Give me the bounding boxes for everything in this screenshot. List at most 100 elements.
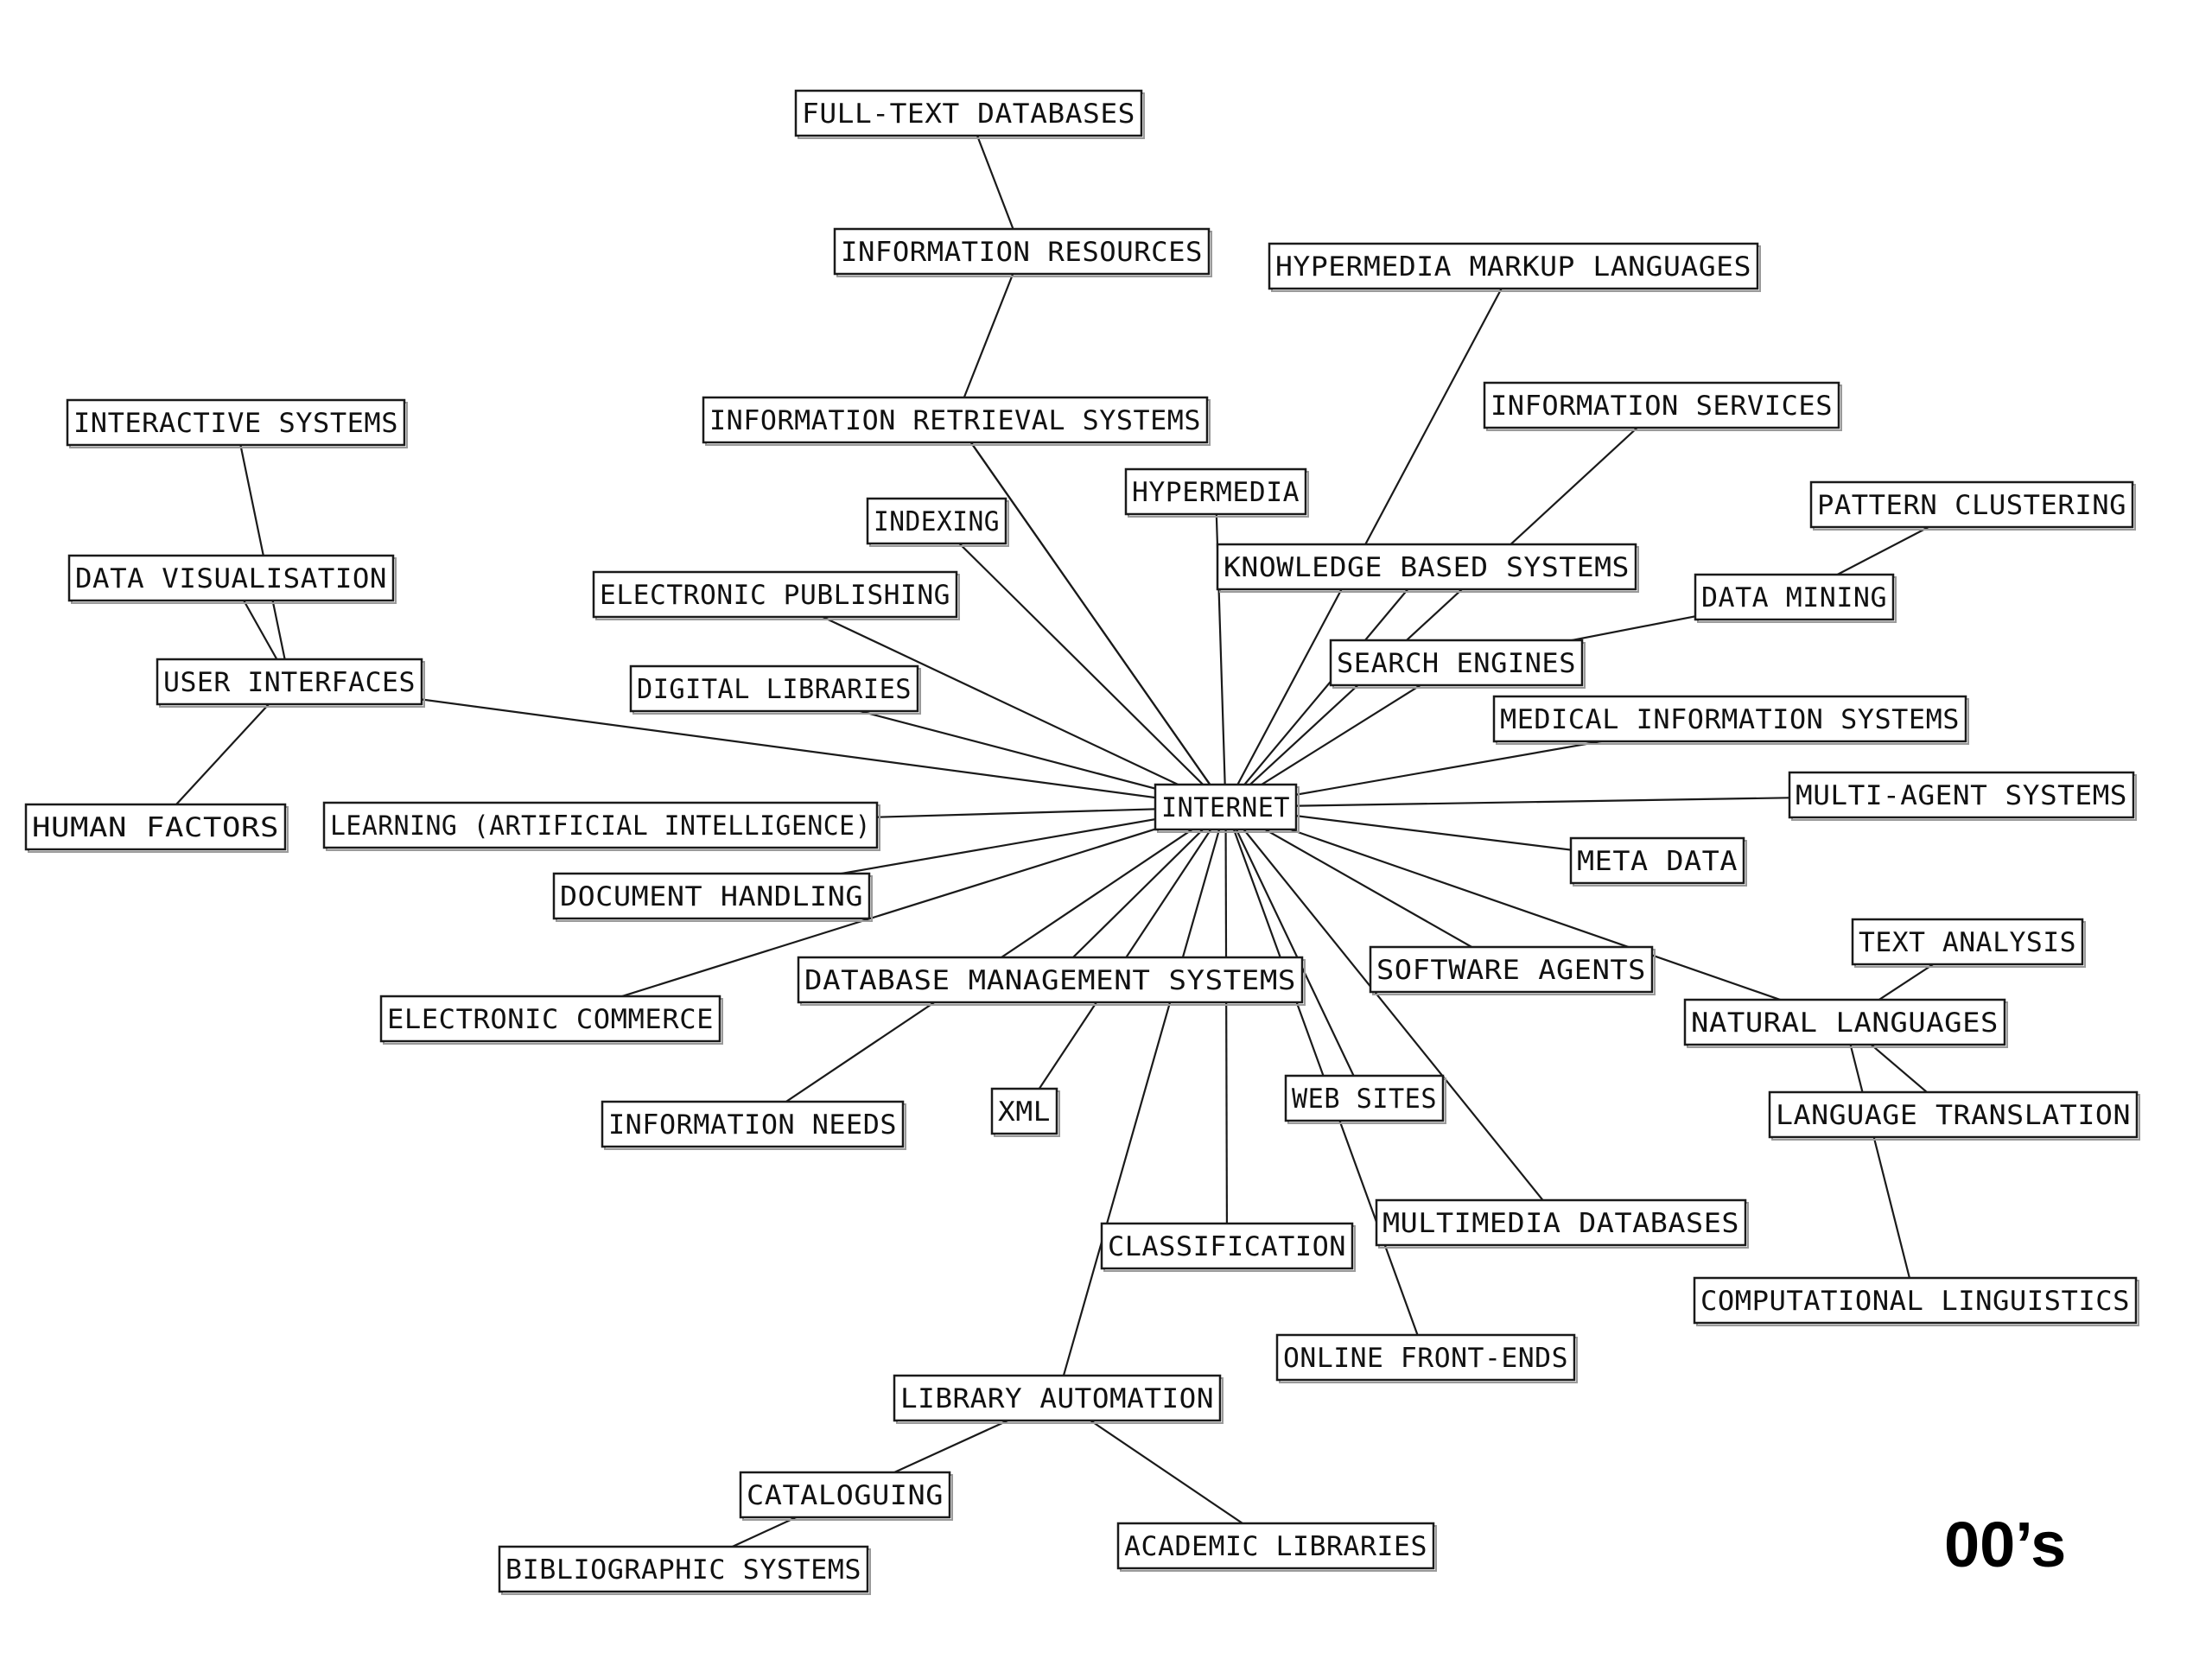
edge-internet-to-electronic-commerce (550, 805, 1226, 1020)
node-human-factors: HUMAN FACTORS (24, 803, 289, 853)
node-box (794, 89, 1143, 137)
node-box (156, 658, 423, 706)
edge-internet-to-multimedia-databases (1224, 806, 1562, 1224)
edge-internet-to-hypermedia (1214, 491, 1227, 808)
edge-internet-to-indexing (936, 520, 1227, 808)
era-label: 00’s (1944, 1509, 2067, 1580)
node-box (1154, 783, 1298, 831)
node-label: HYPERMEDIA (1132, 477, 1300, 508)
edge-internet-to-information-retrieval-systems (954, 419, 1227, 808)
node-label: SOFTWARE AGENTS (1376, 955, 1646, 986)
node-box (866, 497, 1007, 545)
edge-internet-to-user-interfaces (289, 680, 1226, 809)
node-box (1694, 573, 1895, 621)
node-label: INFORMATION NEEDS (608, 1109, 897, 1141)
node-box (1851, 918, 2084, 966)
edge-natural-languages-to-computational-linguistics (1843, 1021, 1916, 1301)
node-label: HYPERMEDIA MARKUP LANGUAGES (1275, 251, 1751, 283)
node-box (67, 554, 395, 602)
node-document-handling: DOCUMENT HANDLING (552, 872, 873, 922)
node-software-agents: SOFTWARE AGENTS (1369, 945, 1656, 995)
node-label: DATA VISUALISATION (75, 563, 387, 594)
node-multi-agent-systems: MULTI-AGENT SYSTEMS (1788, 771, 2137, 821)
node-label: COMPUTATIONAL LINGUISTICS (1700, 1286, 2130, 1317)
edge-internet-to-knowledge-based-systems (1224, 566, 1427, 808)
node-box (601, 1100, 905, 1148)
node-box (322, 801, 879, 849)
node-label: MULTI-AGENT SYSTEMS (1796, 780, 2127, 811)
node-label: WEB SITES (1292, 1084, 1437, 1115)
node-cataloguing: CATALOGUING (739, 1471, 953, 1521)
node-box (552, 872, 871, 920)
node-language-translation: LANGUAGE TRANSLATION (1768, 1090, 2140, 1141)
node-box (24, 803, 287, 851)
edge-internet-to-search-engines (1224, 662, 1458, 808)
node-box (592, 570, 958, 619)
node-classification: CLASSIFICATION (1100, 1222, 1356, 1272)
node-label: META DATA (1577, 846, 1738, 877)
node-label: INDEXING (874, 506, 1000, 537)
edge-internet-to-natural-languages (1225, 805, 1846, 1024)
node-information-resources: INFORMATION RESOURCES (833, 227, 1212, 277)
node-label: MEDICAL INFORMATION SYSTEMS (1500, 704, 1960, 735)
node-multimedia-databases: MULTIMEDIA DATABASES (1375, 1198, 1749, 1249)
node-box (1483, 381, 1840, 429)
node-label: ELECTRONIC COMMERCE (387, 1004, 714, 1035)
node-box (1693, 1276, 2138, 1325)
node-bibliographic-systems: BIBLIOGRAPHIC SYSTEMS (498, 1545, 871, 1595)
node-label: XML (998, 1096, 1051, 1128)
node-label: INTERACTIVE SYSTEMS (73, 408, 398, 439)
node-indexing: INDEXING (866, 497, 1009, 547)
node-box (833, 227, 1211, 276)
node-box (1100, 1222, 1354, 1270)
node-box (1275, 1333, 1576, 1382)
node-computational-linguistics: COMPUTATIONAL LINGUISTICS (1693, 1276, 2139, 1326)
edge-internet-to-classification (1224, 806, 1229, 1247)
node-full-text-databases: FULL-TEXT DATABASES (794, 89, 1145, 139)
node-box (1768, 1090, 2139, 1139)
node-label: HUMAN FACTORS (32, 812, 279, 843)
node-label: INFORMATION SERVICES (1491, 391, 1833, 422)
node-label: INFORMATION RETRIEVAL SYSTEMS (709, 405, 1201, 436)
node-label: KNOWLEDGE BASED SYSTEMS (1224, 552, 1630, 583)
node-label: MULTIMEDIA DATABASES (1382, 1208, 1739, 1239)
node-label: NATURAL LANGUAGES (1691, 1007, 1999, 1039)
node-box (1492, 695, 1967, 743)
node-database-management-systems: DATABASE MANAGEMENT SYSTEMS (797, 956, 1306, 1006)
node-hypermedia: HYPERMEDIA (1124, 467, 1309, 518)
node-label: ELECTRONIC PUBLISHING (600, 580, 950, 611)
node-natural-languages: NATURAL LANGUAGES (1683, 998, 2008, 1048)
node-label: LANGUAGE TRANSLATION (1776, 1100, 2131, 1131)
node-search-engines: SEARCH ENGINES (1329, 639, 1586, 689)
node-label: LEARNING (ARTIFICIAL INTELLIGENCE) (330, 810, 871, 842)
node-box (1683, 998, 2006, 1046)
node-online-front-ends: ONLINE FRONT-ENDS (1275, 1333, 1578, 1383)
node-label: SEARCH ENGINES (1337, 648, 1576, 679)
node-information-needs: INFORMATION NEEDS (601, 1100, 906, 1150)
node-box (1329, 639, 1584, 687)
node-learning-ai: LEARNING (ARTIFICIAL INTELLIGENCE) (322, 801, 880, 851)
node-data-mining: DATA MINING (1694, 573, 1897, 623)
node-label: ONLINE FRONT-ENDS (1283, 1343, 1568, 1374)
node-label: DATA MINING (1701, 582, 1887, 613)
node-interactive-systems: INTERACTIVE SYSTEMS (66, 398, 408, 448)
node-box (1216, 543, 1637, 591)
node-label: TEXT ANALYSIS (1859, 927, 2076, 958)
node-box (702, 396, 1209, 444)
node-box (1116, 1522, 1435, 1570)
node-label: USER INTERFACES (163, 667, 416, 698)
node-label: CATALOGUING (747, 1480, 944, 1511)
node-user-interfaces: USER INTERFACES (156, 658, 425, 708)
node-library-automation: LIBRARY AUTOMATION (893, 1374, 1224, 1424)
edge-information-resources-to-information-retrieval-systems (954, 251, 1023, 421)
node-digital-libraries: DIGITAL LIBRARIES (629, 664, 921, 715)
edge-internet-to-library-automation (1056, 806, 1227, 1399)
node-pattern-clustering: PATTERN CLUSTERING (1809, 480, 2136, 531)
node-electronic-publishing: ELECTRONIC PUBLISHING (592, 570, 960, 620)
node-meta-data: META DATA (1569, 836, 1747, 887)
node-box (893, 1374, 1222, 1422)
edge-internet-to-electronic-publishing (774, 594, 1226, 808)
node-label: CLASSIFICATION (1108, 1231, 1346, 1262)
node-box (629, 664, 919, 713)
